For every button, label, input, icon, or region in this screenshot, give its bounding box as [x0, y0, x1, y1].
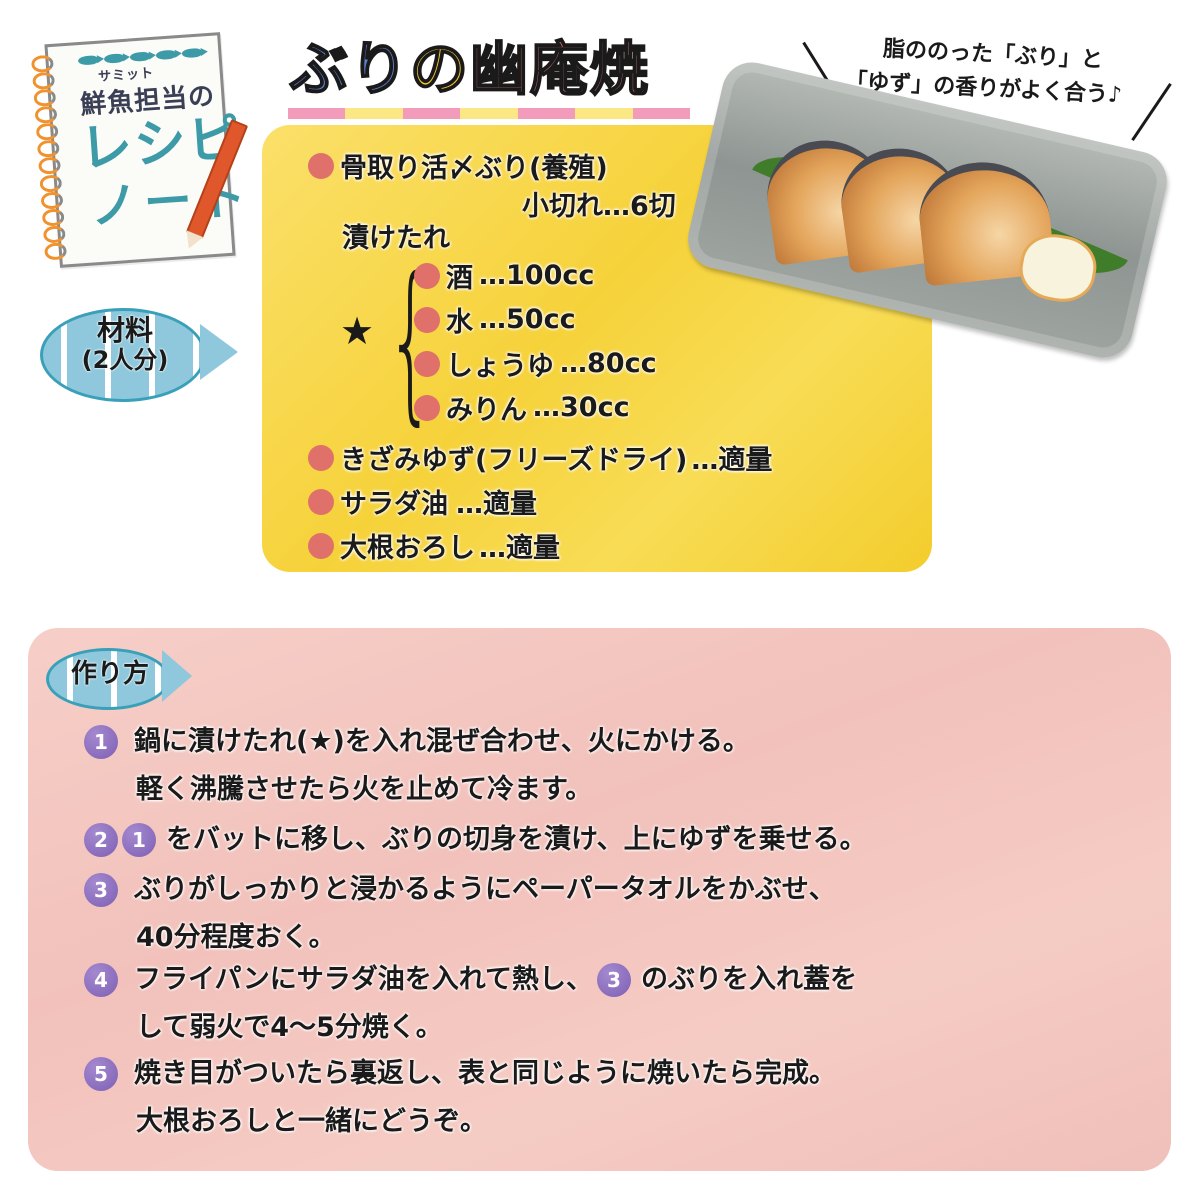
marinade-label: 漬けたれ: [342, 223, 450, 254]
step-ref-badge: 3: [597, 963, 631, 997]
bullet-dot: [414, 394, 440, 421]
fish-icon: [129, 51, 151, 62]
ingredient-main: 骨取り活〆ぶり(養殖): [308, 146, 608, 185]
ingredient-item: きざみゆず(フリーズドライ)…適量: [308, 438, 772, 477]
step-ref-badge: 1: [122, 823, 156, 857]
fish-icon: [155, 49, 177, 61]
servings-text: (2人分): [81, 345, 169, 374]
ingredient-item: サラダ油…適量: [308, 482, 537, 521]
method-card: [28, 628, 1171, 1171]
step-number-badge: 2: [84, 823, 118, 857]
fish-icon: [77, 55, 99, 66]
fish-icon: [103, 53, 125, 64]
star-icon: ★: [340, 309, 375, 353]
tagline-slash-right: [1131, 82, 1172, 142]
ingredient-item: 大根おろし…適量: [308, 526, 560, 565]
bullet-dot: [308, 444, 334, 471]
ingredients-title: 材料: [96, 314, 153, 347]
ingredient-name: 骨取り活〆ぶり(養殖): [340, 153, 608, 184]
marinade-item: 酒…100cc: [414, 256, 594, 295]
method-heading: 作り方: [70, 659, 149, 689]
bullet-dot: [308, 152, 334, 179]
fish-tail-icon: [162, 650, 192, 702]
title-buri: ぶり: [289, 35, 411, 103]
marinade-item: みりん…30cc: [414, 388, 630, 427]
ingredients-fish-label: 材料 (2人分): [40, 308, 245, 404]
bullet-dot: [308, 532, 334, 559]
ingredient-main-amount: 小切れ…6切: [522, 191, 676, 222]
method-fish-label: 作り方: [46, 648, 206, 714]
step-number-badge: 4: [84, 963, 118, 997]
bullet-dot: [414, 350, 440, 377]
page-title: ぶりの幽庵焼: [289, 39, 650, 99]
fish-shape-icon: [46, 648, 170, 710]
marinade-item: 水…50cc: [414, 300, 576, 339]
ingredients-heading: 材料 (2人分): [50, 314, 200, 374]
step-number-badge: 5: [84, 1057, 118, 1091]
fish-tail-icon: [200, 324, 238, 380]
title-no: の: [409, 35, 471, 103]
title-yuan: 幽庵焼: [469, 35, 651, 103]
title-stripe-bar: [288, 108, 690, 119]
step-number-badge: 3: [84, 873, 118, 907]
logo-line3: ノート: [88, 168, 254, 236]
bullet-dot: [308, 488, 334, 515]
fish-icon: [181, 47, 203, 59]
bullet-dot: [414, 306, 440, 333]
step-number-badge: 1: [84, 725, 118, 759]
bullet-dot: [414, 262, 440, 289]
marinade-item: しょうゆ…80cc: [414, 344, 657, 383]
